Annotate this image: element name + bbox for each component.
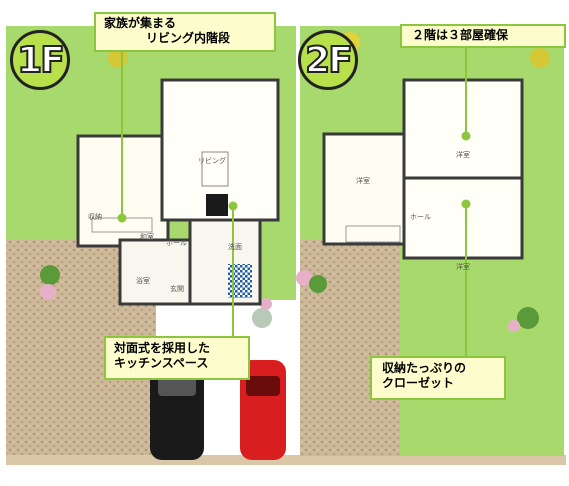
floor2-bottom-callout: 収納たっぷりの クローゼット [370, 356, 506, 400]
room2-top-label: 洋室 [456, 151, 470, 159]
bath-tile [228, 264, 252, 298]
room-living-label: リビング [198, 157, 226, 165]
floor1-bottom-callout: 対面式を採用した キッチンスペース [104, 336, 250, 380]
room2-hall-label: ホール [410, 213, 431, 221]
room-entrance-label: 玄関 [170, 285, 184, 293]
callout-line: 家族が集まる [104, 16, 177, 30]
flower-bush [260, 298, 272, 310]
bush [252, 308, 272, 328]
room2-right-label: 洋室 [456, 263, 470, 271]
floor2-badge: 2F [298, 30, 358, 90]
callout-line: キッチンスペース [114, 356, 209, 370]
room-dining-label: 和室 [140, 233, 154, 241]
room-hall-label: ホール [166, 239, 187, 247]
callout-line: リビング内階段 [146, 31, 231, 45]
bush [530, 48, 550, 68]
flower-bush [508, 320, 520, 332]
room-storage-label: 収納 [88, 213, 102, 221]
room2-left-label: 洋室 [356, 177, 370, 185]
room-bath-label: 浴室 [136, 277, 150, 285]
stair [345, 225, 401, 243]
stove [206, 194, 228, 216]
bush [517, 307, 539, 329]
floor1-top-callout: 家族が集まる リビング内階段 [94, 12, 276, 52]
flower-bush [296, 270, 312, 286]
room-wash-label: 洗面 [228, 243, 242, 251]
bush [40, 265, 60, 285]
callout-line: 収納たっぷりの [382, 361, 467, 375]
floor2-top-callout: ２階は３部屋確保 [400, 24, 566, 48]
floor1-badge: 1F [10, 30, 70, 90]
flower-bush [40, 284, 56, 300]
callout-line: クローゼット [382, 376, 455, 390]
bush [309, 275, 327, 293]
callout-line: 対面式を採用した [114, 341, 211, 355]
